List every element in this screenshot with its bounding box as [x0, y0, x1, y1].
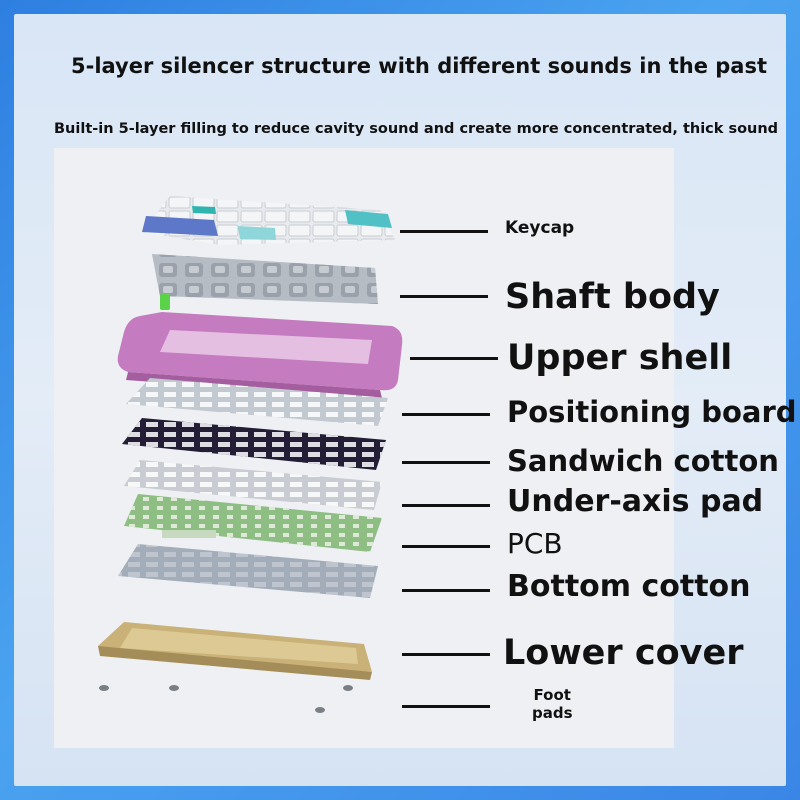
foot-pads-label: Foot pads	[532, 686, 573, 722]
sandwich-cotton-graphic	[122, 418, 386, 470]
pcb-label: PCB	[507, 527, 563, 560]
page-title: 5-layer silencer structure with differen…	[71, 54, 767, 78]
keycap-label: Keycap	[505, 218, 575, 238]
keycap-accent-blue	[142, 216, 218, 236]
upper-shell-graphic	[117, 312, 403, 398]
under-axis-pad-label: Under-axis pad	[507, 484, 764, 519]
sandwich-cotton-leader-line	[402, 461, 490, 464]
lower-cover-label: Lower cover	[503, 633, 744, 673]
lower-cover-leader-line	[402, 653, 490, 656]
under-axis-pad-graphic	[124, 460, 382, 510]
upper-shell-label: Upper shell	[507, 338, 733, 378]
sandwich-cotton-label: Sandwich cotton	[507, 444, 779, 478]
upper-shell-leader-line	[410, 357, 498, 360]
positioning-board-label: Positioning board	[507, 395, 797, 429]
pcb-leader-line	[402, 545, 490, 548]
foot-pads-label-line2: pads	[532, 704, 573, 722]
bottom-cotton-label: Bottom cotton	[507, 569, 751, 604]
foot-pads-label-line1: Foot	[533, 686, 571, 704]
switch-layer-graphic	[152, 254, 378, 310]
positioning-board-leader-line	[402, 413, 490, 416]
pcb-graphic	[124, 494, 382, 552]
bottom-cotton-graphic	[118, 544, 378, 598]
keycap-accent-teal	[345, 210, 392, 228]
bottom-cotton-leader-line	[402, 589, 490, 592]
under-axis-pad-leader-line	[402, 504, 490, 507]
foot-pads-graphic	[99, 685, 353, 713]
shaft-body-leader-line	[400, 295, 488, 298]
foot-pads-leader-line	[402, 705, 490, 708]
page-subtitle: Built-in 5-layer filling to reduce cavit…	[54, 121, 779, 137]
switch-highlight	[160, 294, 170, 310]
shaft-body-label: Shaft body	[505, 277, 720, 317]
lower-cover-graphic	[98, 622, 372, 680]
keycap-leader-line	[400, 230, 488, 233]
positioning-board-graphic	[126, 378, 388, 426]
keycap-layer-graphic	[142, 196, 395, 245]
